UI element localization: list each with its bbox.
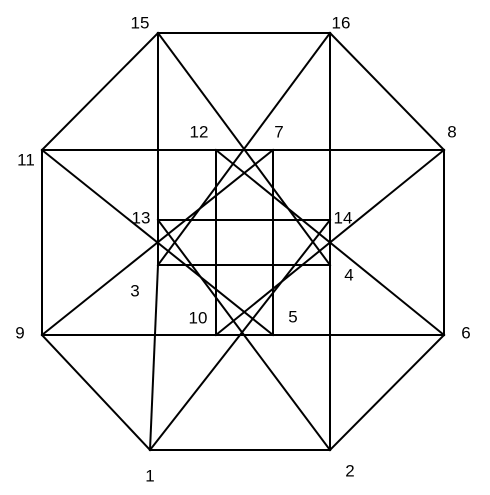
edge-16-8 <box>328 31 446 152</box>
vertex-label-1: 1 <box>145 466 154 485</box>
edge-11-15 <box>40 31 160 152</box>
vertex-label-7: 7 <box>274 122 283 141</box>
vertex-label-16: 16 <box>332 13 351 32</box>
vertex-label-3: 3 <box>130 281 139 300</box>
vertex-label-14: 14 <box>334 208 353 227</box>
edge-6-12 <box>214 148 446 337</box>
vertex-label-15: 15 <box>131 13 150 32</box>
vertex-label-11: 11 <box>17 150 35 169</box>
edge-16-3 <box>156 31 332 267</box>
vertex-label-9: 9 <box>15 323 24 342</box>
edge-9-7 <box>40 148 275 337</box>
vertex-label-2: 2 <box>345 461 354 480</box>
vertex-label-13: 13 <box>132 208 151 227</box>
edges-layer <box>40 31 446 452</box>
edge-1-3 <box>148 263 160 452</box>
edge-6-2 <box>328 333 446 452</box>
vertex-label-6: 6 <box>461 323 470 342</box>
vertex-label-10: 10 <box>189 308 208 327</box>
edge-1-9 <box>40 333 152 452</box>
vertex-label-4: 4 <box>344 265 353 284</box>
vertex-label-5: 5 <box>288 307 297 326</box>
vertex-label-8: 8 <box>447 122 456 141</box>
edge-1-14 <box>148 218 332 452</box>
edge-2-13 <box>156 218 332 452</box>
vertex-label-12: 12 <box>190 122 209 141</box>
